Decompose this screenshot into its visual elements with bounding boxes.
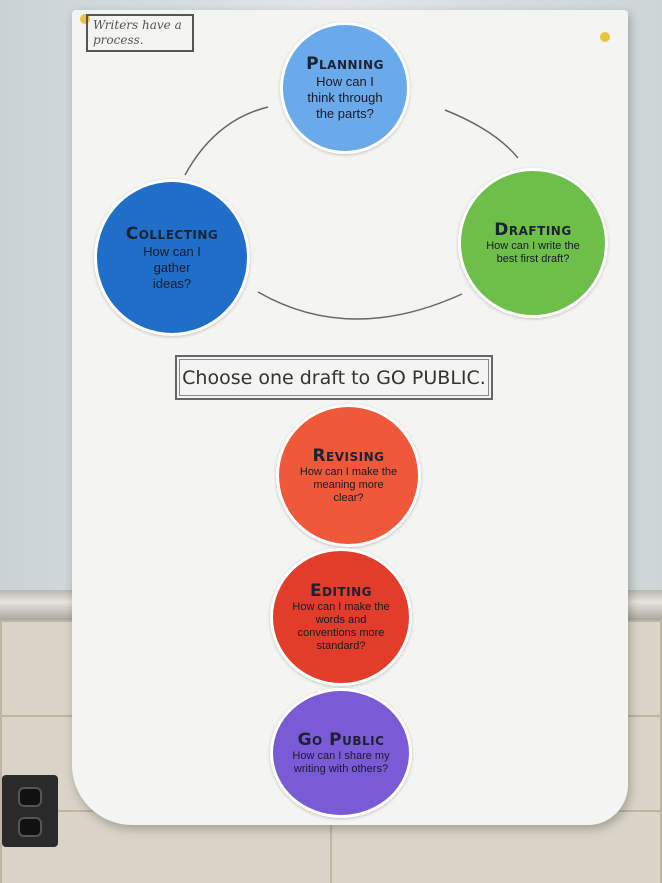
- stage-title: Go Public: [297, 730, 385, 750]
- pushpin-icon: [600, 32, 610, 42]
- stage-collecting: Collecting How can I gather ideas?: [94, 179, 250, 336]
- electrical-outlet: [2, 775, 58, 847]
- stage-title: Collecting: [125, 223, 219, 244]
- stage-revising: Revising How can I make the meaning more…: [276, 404, 421, 547]
- stage-editing: Editing How can I make the words and con…: [270, 548, 412, 686]
- arrow-collecting-planning: [184, 106, 269, 176]
- stage-title: Revising: [312, 446, 385, 466]
- stage-title: Editing: [309, 581, 373, 601]
- arrow-drafting-collecting: [257, 291, 463, 320]
- stage-question: How can I write the best first draft?: [486, 240, 580, 265]
- stage-planning: Planning How can I think through the par…: [280, 22, 410, 154]
- pushpin-icon: [80, 14, 90, 24]
- stage-question: How can I make the meaning more clear?: [299, 466, 398, 504]
- stage-title: Drafting: [494, 220, 572, 240]
- stage-question: How can I think through the parts?: [307, 74, 383, 121]
- go-public-banner: Choose one draft to GO PUBLIC.: [175, 355, 493, 400]
- arrow-planning-drafting: [444, 109, 519, 159]
- stage-title: Planning: [306, 54, 384, 74]
- stage-question: How can I share my writing with others?: [292, 750, 390, 775]
- stage-go-public: Go Public How can I share my writing wit…: [270, 688, 412, 818]
- poster-tag: Writers have a process.: [86, 14, 194, 52]
- stage-question: How can I gather ideas?: [143, 243, 201, 291]
- stage-question: How can I make the words and conventions…: [292, 601, 390, 652]
- stage-drafting: Drafting How can I write the best first …: [458, 168, 608, 318]
